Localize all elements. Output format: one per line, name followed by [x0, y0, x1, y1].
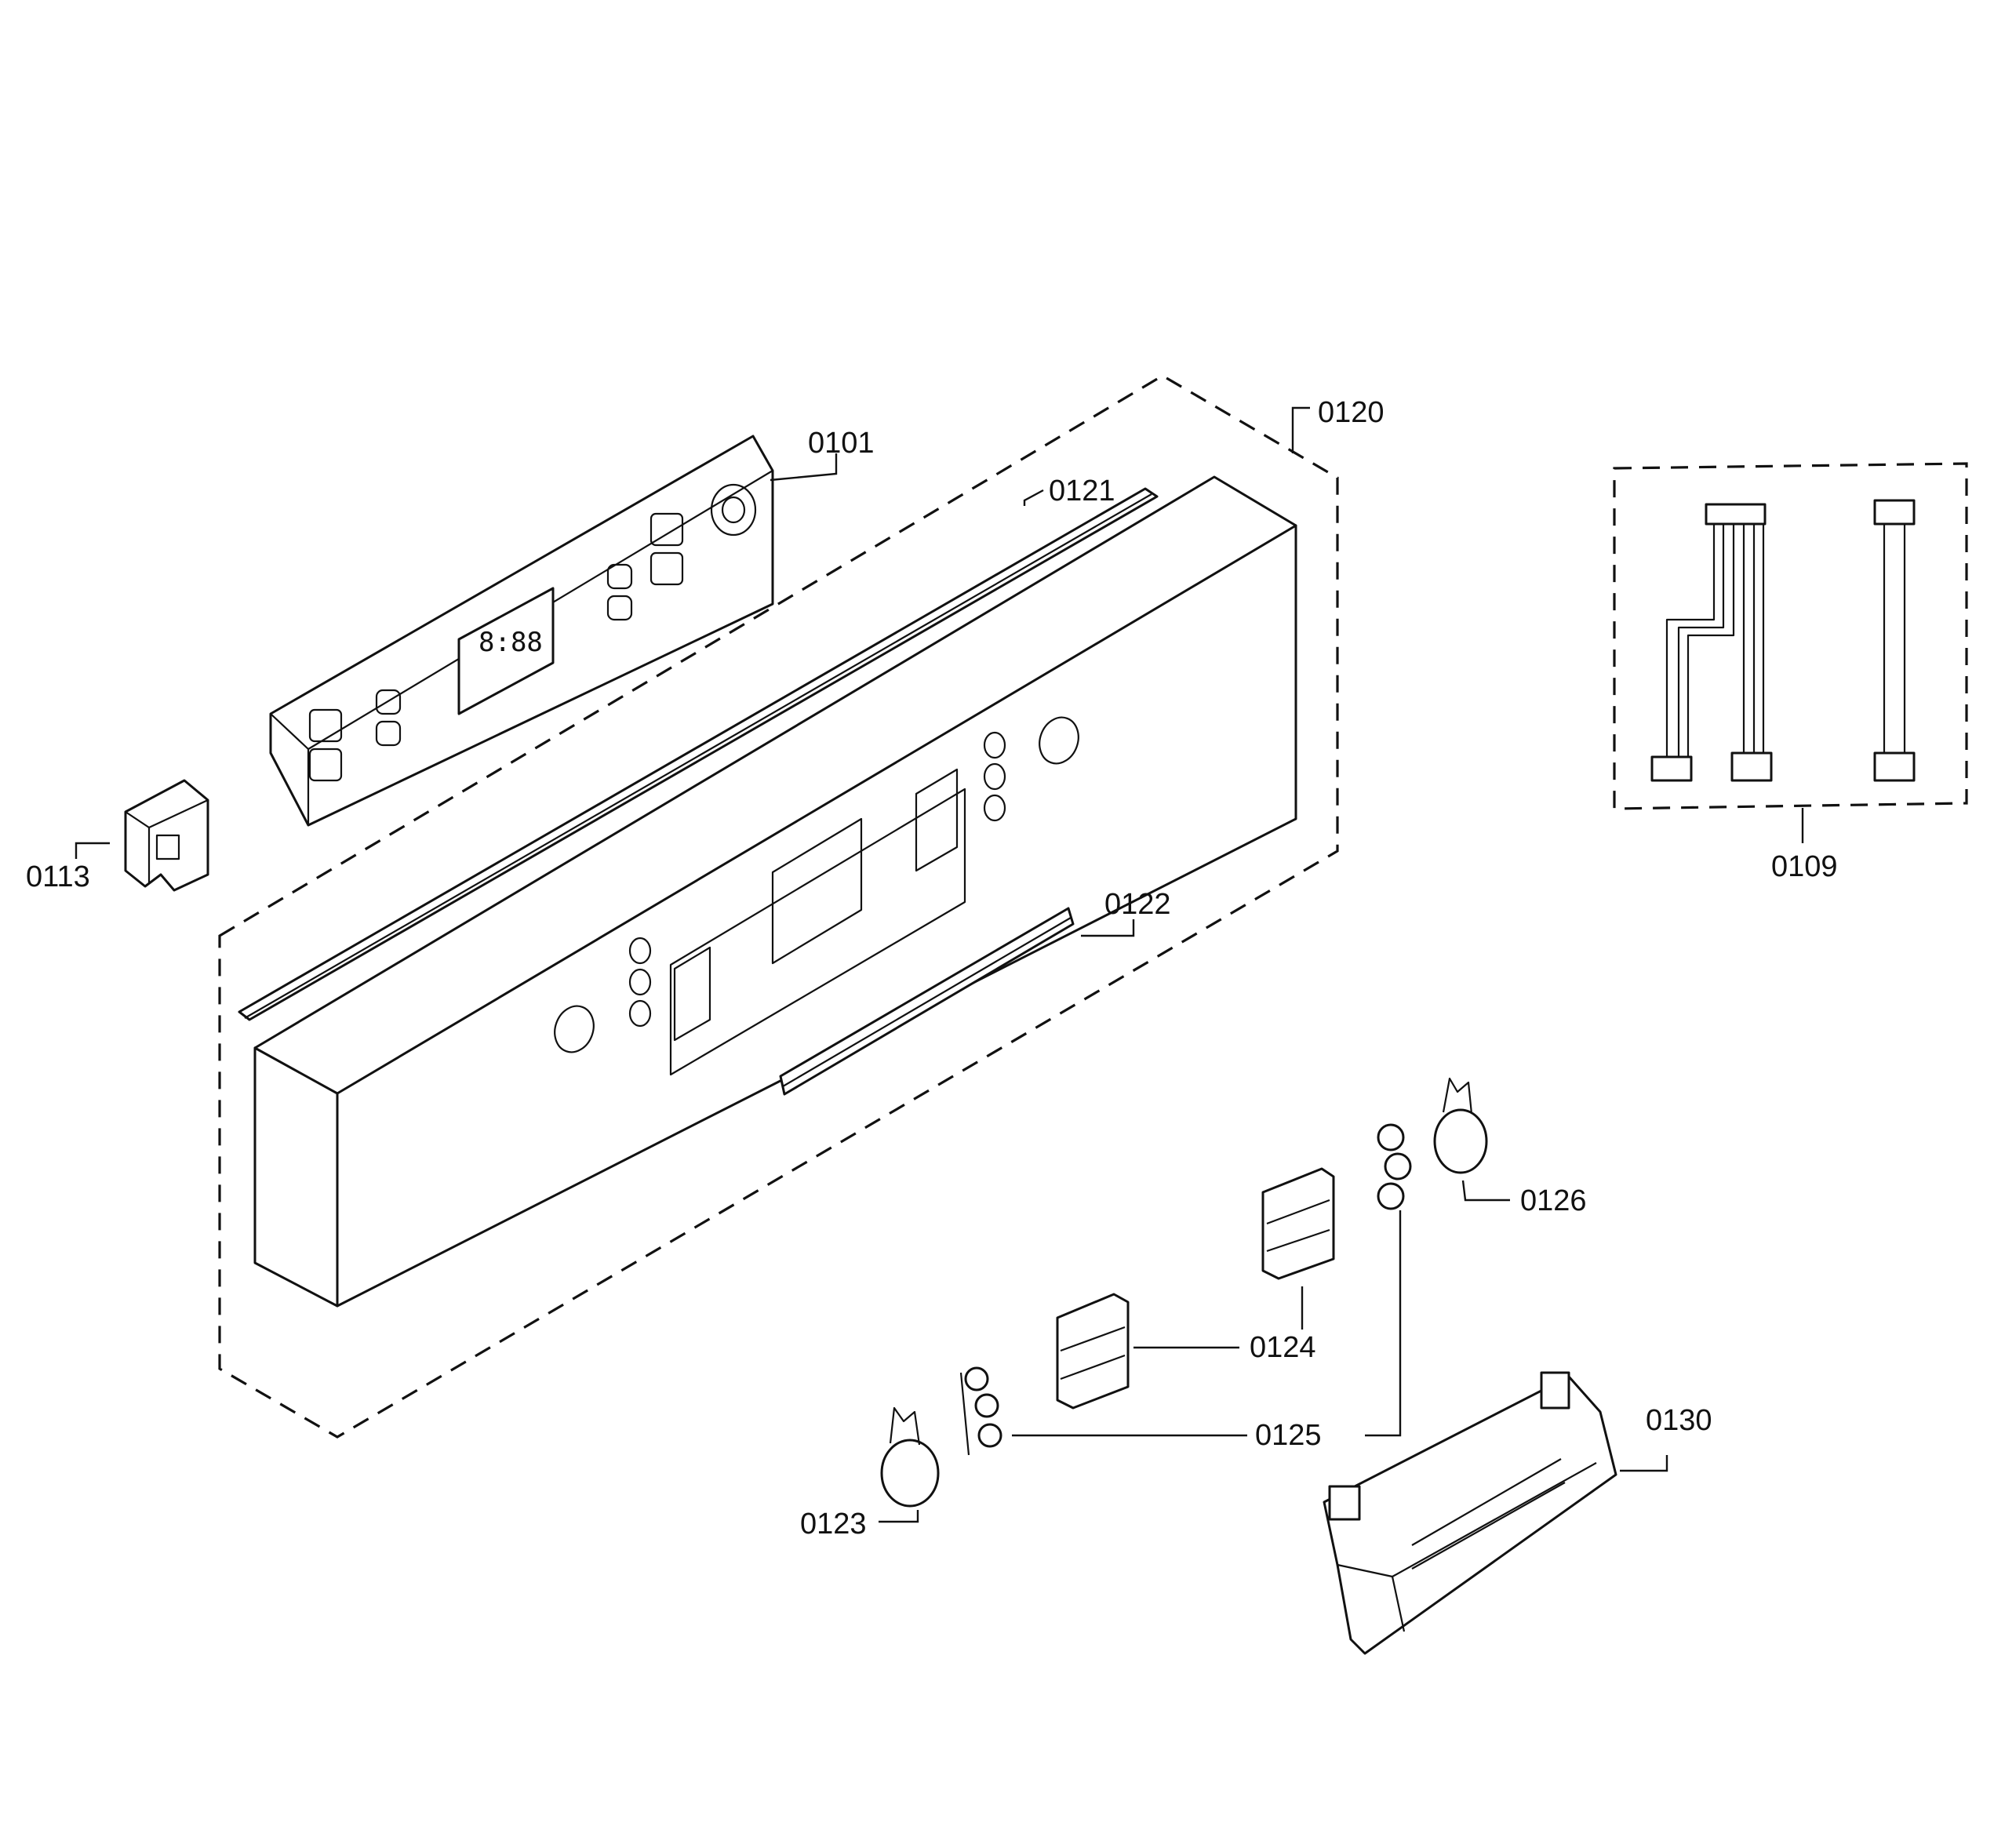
part-0130-connector-carrier — [1323, 1371, 1617, 1655]
callout-0125: 0125 — [1255, 1419, 1322, 1452]
part-0123-knob — [880, 1406, 940, 1508]
part-0101-control-module: 8:88 — [269, 435, 774, 827]
part-0121-trim-strip — [238, 487, 1159, 1021]
callout-0126: 0126 — [1520, 1184, 1587, 1217]
callout-labels: 0101 0109 0113 0120 0121 0122 0123 0124 … — [26, 396, 1838, 1541]
part-0122-handle-strip — [779, 907, 1075, 1096]
assembly-0120-boundary — [218, 374, 1339, 1439]
part-0109-wiring-harness-set — [1613, 462, 1968, 810]
part-0126-knob — [1433, 1077, 1488, 1174]
part-0124-switch-block-lower — [1056, 1293, 1130, 1410]
callout-0124: 0124 — [1250, 1331, 1316, 1364]
callout-0109: 0109 — [1771, 850, 1838, 883]
part-0113-connector-clip — [124, 779, 209, 892]
callout-0101: 0101 — [808, 427, 875, 460]
callout-0122: 0122 — [1104, 888, 1171, 921]
callout-0123: 0123 — [800, 1508, 867, 1541]
leader-lines — [75, 406, 1804, 1523]
control-panel-fascia — [253, 475, 1297, 1308]
callout-0121: 0121 — [1049, 475, 1115, 507]
part-0125-buttons-left — [959, 1366, 1002, 1456]
display-readout: 8:88 — [478, 627, 543, 658]
callout-0113: 0113 — [26, 860, 90, 893]
part-0124-switch-block-upper — [1261, 1167, 1335, 1280]
callout-0120: 0120 — [1318, 396, 1385, 429]
part-0125-buttons-right — [1377, 1123, 1412, 1210]
callout-0130: 0130 — [1646, 1404, 1712, 1437]
